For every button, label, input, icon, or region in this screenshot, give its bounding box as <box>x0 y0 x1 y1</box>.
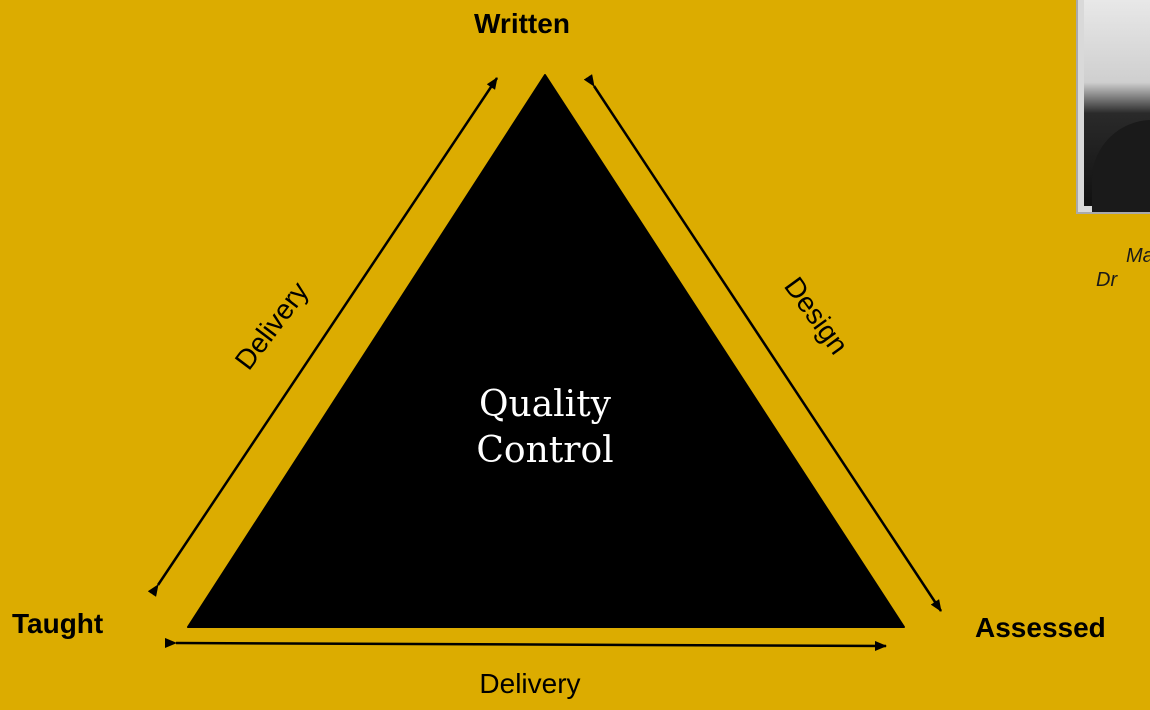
center-label: Quality Control <box>420 382 670 474</box>
vertex-label-written: Written <box>474 8 570 39</box>
portrait-photo <box>1076 0 1150 214</box>
vertex-label-assessed: Assessed <box>975 612 1106 643</box>
center-label-line1: Quality <box>479 384 611 425</box>
right-edge-arrow <box>583 74 943 612</box>
center-label-line2: Control <box>476 430 614 471</box>
quality-triangle <box>187 74 905 628</box>
left-edge-arrow <box>147 77 499 597</box>
vertex-label-taught: Taught <box>12 608 104 639</box>
edge-label-bottom: Delivery <box>479 668 581 699</box>
photo-caption: Ma Dr <box>1096 244 1150 292</box>
bottom-edge-arrow <box>164 637 887 651</box>
portrait-image <box>1084 0 1150 212</box>
caption-line1: Ma <box>1126 245 1150 267</box>
caption-line2: Dr <box>1096 269 1118 291</box>
portrait-shoulder <box>1092 120 1150 212</box>
